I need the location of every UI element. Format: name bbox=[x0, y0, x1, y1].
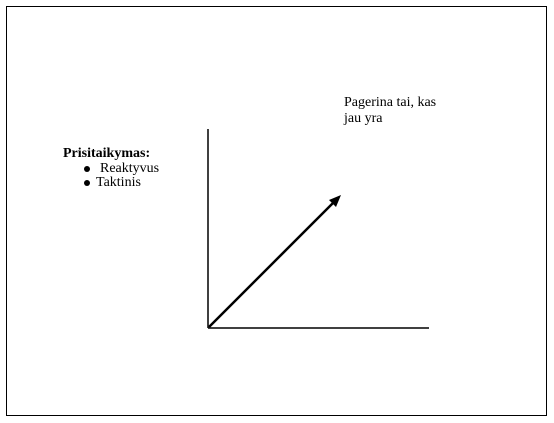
growth-arrow-head bbox=[329, 195, 341, 207]
adaptation-heading: Prisitaikymas: bbox=[63, 146, 151, 161]
list-item: Reaktyvus bbox=[84, 162, 223, 176]
arrow-annotation-line-2: jau yra bbox=[344, 111, 383, 126]
list-item-text: Reaktyvus bbox=[100, 161, 160, 176]
axes-diagram bbox=[207, 129, 429, 329]
bullet-dot-icon bbox=[84, 166, 90, 172]
adaptation-block: Prisitaikymas: Reaktyvus Taktinis bbox=[63, 146, 223, 190]
arrow-annotation-line-1: Pagerina tai, kas bbox=[344, 95, 437, 110]
growth-arrow-shaft bbox=[208, 198, 338, 328]
list-item-text: Taktinis bbox=[96, 175, 141, 190]
bullet-dot-icon bbox=[84, 180, 90, 186]
adaptation-list: Reaktyvus Taktinis bbox=[63, 162, 223, 190]
slide: Pagerina tai, kas jau yra Prisitaikymas:… bbox=[6, 6, 547, 416]
list-item: Taktinis bbox=[84, 176, 223, 190]
arrow-annotation: Pagerina tai, kas jau yra bbox=[344, 95, 494, 127]
